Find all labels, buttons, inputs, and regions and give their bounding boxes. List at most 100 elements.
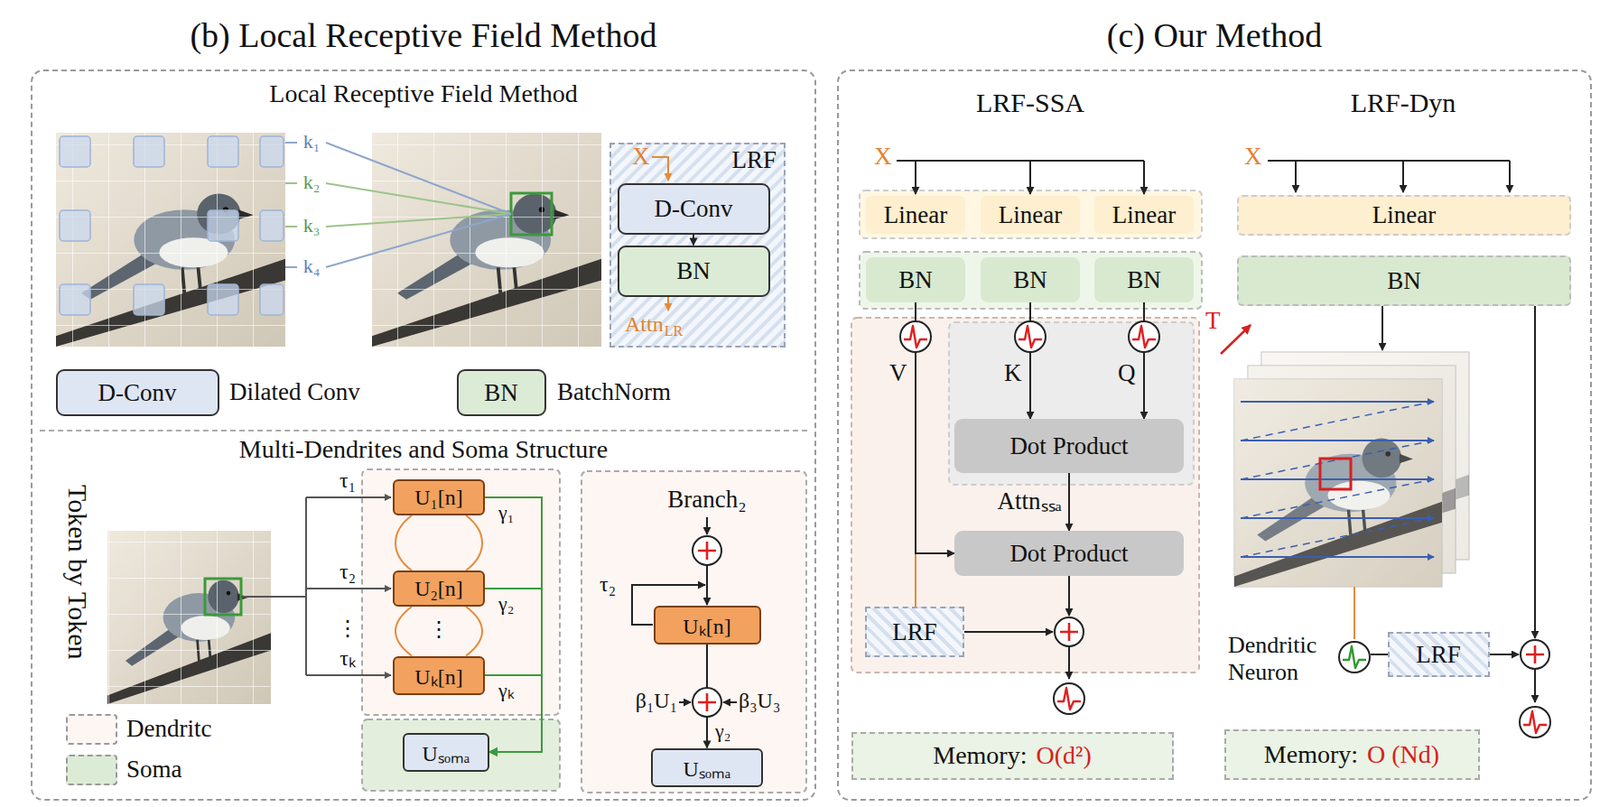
linear-box: Linear (1237, 195, 1572, 236)
membrane-box: Uₖ[n] (653, 605, 762, 645)
ssa-region (948, 322, 1194, 485)
axis-label: Token by Token (62, 484, 94, 661)
lrf-box: LRF (865, 606, 965, 658)
lrf-module (651, 157, 669, 181)
feature-stack (1240, 400, 1434, 403)
sum-node (692, 688, 722, 717)
token-wire (241, 595, 307, 598)
legend-text: Dendritc (126, 715, 212, 744)
token-wire (306, 496, 391, 499)
dyn-wire (1508, 160, 1511, 193)
box-label: BN (676, 257, 711, 286)
ssa-wire (1068, 646, 1070, 680)
weight-label: γ₁ (498, 501, 514, 524)
dconv-box: D-Conv (617, 183, 771, 235)
dconv-box: D-Conv (55, 369, 220, 417)
kernel-label: k₄ (303, 254, 321, 278)
legend-swatch (65, 754, 118, 786)
bn-box: BN (617, 245, 771, 298)
section-title: Multi-Dendrites and Soma Structure (39, 435, 808, 465)
time-label: T (1205, 306, 1221, 335)
kernel-line (285, 142, 512, 214)
coupling-label: β₁U₁ (635, 688, 678, 715)
token-wire (306, 587, 391, 590)
panel: (b) Local Receptive Field MethodLocal Re… (30, 69, 817, 801)
feature-stack (1240, 439, 1434, 442)
weight-label: γ₂ (715, 719, 731, 743)
ellipsis: ⋮ (427, 617, 450, 643)
method-title: LRF-Dyn (1350, 87, 1457, 120)
spiking-neuron (900, 321, 1551, 738)
box-label: BN (1386, 267, 1422, 296)
ssa-wire (964, 631, 1053, 633)
target-image (372, 132, 602, 347)
connector (395, 515, 483, 571)
dyn-wire (1294, 160, 1297, 193)
token-wire (306, 674, 391, 677)
ssa-region (859, 251, 1202, 309)
sum-node (1054, 617, 1084, 647)
connector (692, 234, 695, 246)
dyn-wire (1370, 653, 1388, 656)
token-wire (241, 497, 391, 676)
input-label: X (874, 142, 893, 171)
kernel-image (59, 210, 91, 242)
input-label: X (632, 142, 651, 171)
linear-box: Linear (980, 195, 1080, 234)
dyn-wire (1534, 306, 1536, 639)
box-label: Dot Product (1009, 539, 1128, 568)
sum-node (692, 536, 1550, 717)
kernel-image (55, 132, 286, 347)
branch-wire (723, 701, 737, 704)
input-label: X (1244, 142, 1263, 171)
spiking-neuron (900, 321, 931, 353)
lrf-module (609, 142, 786, 348)
output-label: Attn (624, 312, 664, 338)
legend-text: Soma (126, 755, 183, 784)
weight-label: γₖ (498, 679, 515, 702)
bn-box: BN (865, 257, 966, 303)
connector (484, 675, 542, 753)
branch-label: Branch₂ (667, 485, 746, 514)
box-label: Uₖ[n] (414, 660, 463, 691)
dot-product-box: Dot Product (954, 530, 1184, 577)
linear-box: Linear (1094, 195, 1194, 234)
box-label: D-Conv (654, 195, 734, 224)
box-label: Linear (1112, 201, 1176, 230)
box-label: LRF (892, 618, 938, 647)
signal-label: Q (1117, 359, 1136, 388)
spiking-neuron (1053, 683, 1085, 715)
kernel-image (260, 210, 284, 242)
legend-swatch (65, 714, 118, 745)
branch-wire (679, 701, 691, 704)
bn-box: BN (456, 369, 547, 417)
legend-text: BatchNorm (557, 378, 671, 407)
subscript: LR (664, 323, 683, 340)
dyn-wire (1220, 325, 1251, 354)
dendrite-region (362, 469, 560, 716)
complexity: O (Nd) (1367, 740, 1440, 770)
dyn-wire (1353, 586, 1356, 640)
lrf-module (609, 142, 786, 348)
membrane-box: U₂[n] (392, 570, 485, 607)
panel: (c) Our MethodLinearLinearLinearBNBNBNDo… (837, 69, 1592, 801)
bn-box: BN (1237, 255, 1572, 307)
membrane-box: Uₖ[n] (392, 656, 485, 696)
branch-wire (706, 565, 708, 605)
kernel-line (285, 142, 512, 268)
kernel-image (59, 284, 91, 316)
lrf-box: LRF (1387, 632, 1490, 678)
time-constant: τₖ (339, 646, 356, 672)
sum-node (692, 536, 722, 566)
dyn-wire (1534, 669, 1536, 703)
spiking-neuron (1014, 321, 1046, 353)
target-image (511, 193, 552, 235)
kernel-image (55, 132, 286, 347)
connector (484, 588, 542, 753)
memory-box: Memory:O(d²) (851, 732, 1174, 781)
box-label: BN (898, 266, 933, 295)
kernel-image (260, 136, 284, 168)
feature-stack (1240, 517, 1434, 520)
box-label: D-Conv (98, 379, 177, 408)
branch-wire (706, 517, 708, 535)
